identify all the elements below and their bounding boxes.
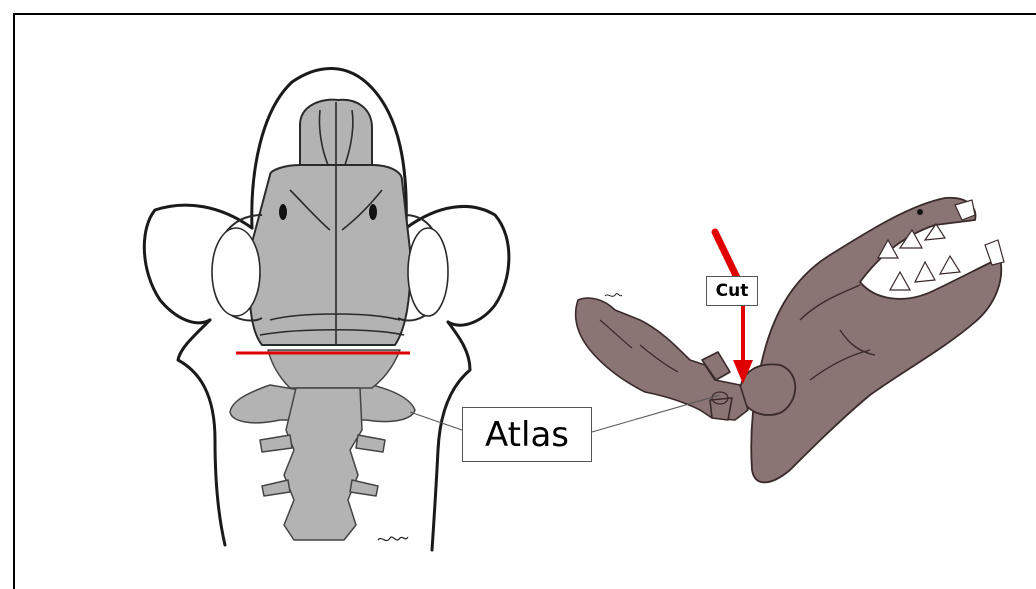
atlas-leader-right: [592, 395, 720, 432]
artist-signature-right: [605, 294, 622, 297]
artist-signature-left: [378, 537, 408, 541]
lateral-vertebrae: [576, 298, 748, 420]
left-eye-icon: [279, 204, 287, 220]
atlas-leader-left: [410, 412, 462, 430]
cut-label: Cut: [706, 276, 758, 306]
dorsal-vertebrae: [230, 350, 415, 540]
lateral-eye-icon: [917, 209, 923, 215]
right-eye-icon: [369, 204, 377, 220]
lateral-skull: [740, 198, 1001, 483]
atlas-label: Atlas: [462, 407, 592, 462]
